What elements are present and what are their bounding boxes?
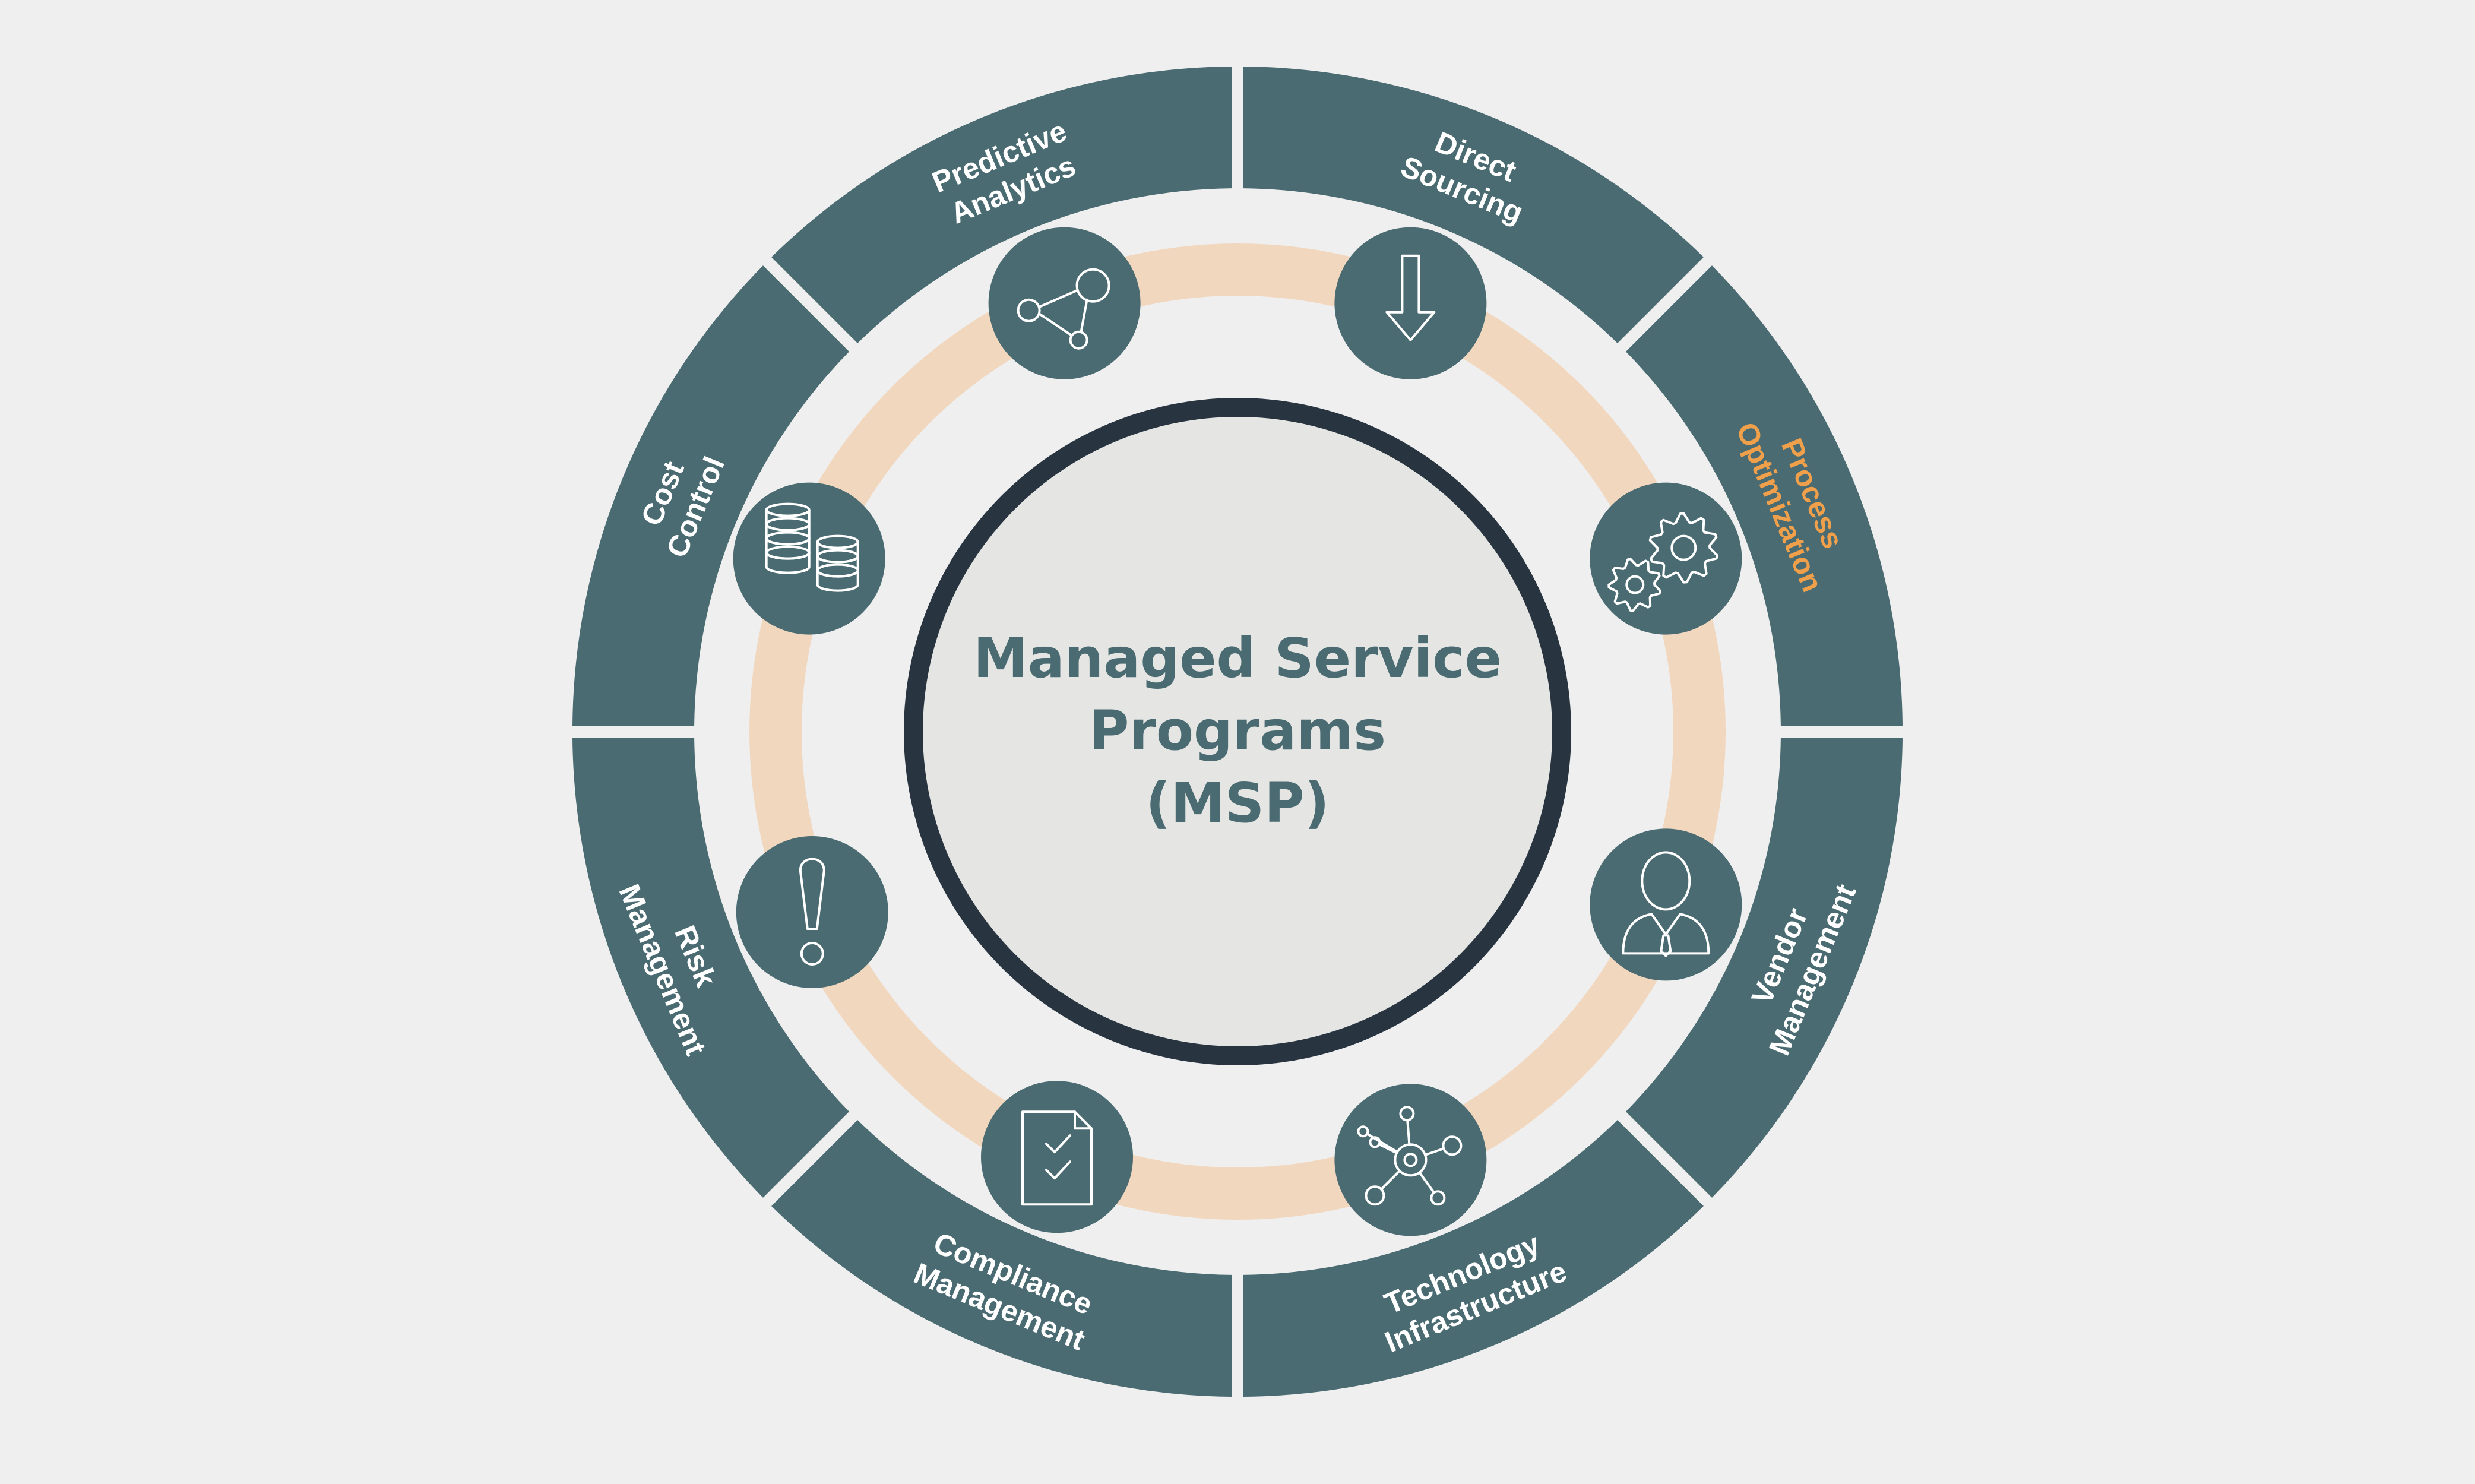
outer-segments-ring: DirectSourcingProcessOptimizationVendorM… bbox=[572, 67, 1903, 1397]
icon-bubbles bbox=[733, 227, 1742, 1236]
share-icon-node bbox=[1017, 298, 1041, 322]
center-hub: Managed Service Programs (MSP) bbox=[904, 398, 1571, 1065]
exclamation-icon-bar bbox=[799, 858, 825, 930]
network-hub-icon-link bbox=[1418, 1171, 1435, 1194]
share-icon-link bbox=[1038, 289, 1079, 308]
gear-icon-shape bbox=[1648, 512, 1718, 584]
gear-icon-hub bbox=[1625, 575, 1645, 594]
coin-icon-top bbox=[816, 563, 859, 578]
center-title-line-3: (MSP) bbox=[1145, 771, 1329, 835]
network-hub-icon-node bbox=[1365, 1185, 1385, 1206]
coin-icon-side bbox=[816, 569, 859, 592]
person-icon-body bbox=[1622, 913, 1710, 955]
icon-bubble-predictive-analytics bbox=[988, 227, 1141, 379]
network-hub-icon-link bbox=[1423, 1147, 1445, 1156]
center-inner-disc bbox=[923, 417, 1552, 1046]
coin-icon-top bbox=[765, 502, 811, 517]
segment-vendor-management bbox=[1626, 738, 1903, 1198]
gear-icon-shape bbox=[1607, 558, 1662, 612]
segment-direct-sourcing bbox=[1243, 67, 1704, 343]
network-hub-icon-core bbox=[1403, 1153, 1418, 1167]
network-hub-icon-node bbox=[1399, 1106, 1415, 1122]
network-hub-icon-node bbox=[1442, 1135, 1463, 1156]
icon-bubble-risk-management bbox=[736, 836, 888, 988]
center-title-line-2: Programs bbox=[1089, 699, 1386, 762]
network-hub-icon-center bbox=[1394, 1143, 1428, 1177]
coin-stacks-icon bbox=[733, 482, 885, 635]
share-icon-link bbox=[1080, 298, 1088, 333]
gear-icon-hub bbox=[1670, 534, 1697, 561]
arrow-down-icon-shape bbox=[1385, 254, 1436, 341]
network-hub-icon bbox=[1334, 1084, 1487, 1236]
share-icon-node bbox=[1069, 330, 1088, 350]
exclamation-icon-dot bbox=[800, 942, 824, 966]
network-hub-icon-link bbox=[1378, 1143, 1398, 1154]
icon-bubble-process-optimization bbox=[1590, 482, 1742, 635]
segment-risk-management bbox=[572, 738, 849, 1198]
checklist-document-icon bbox=[981, 1081, 1133, 1233]
segment-predictive-analytics bbox=[771, 67, 1232, 343]
icon-bubble-compliance-management bbox=[981, 1081, 1133, 1233]
check-icon-2 bbox=[1045, 1160, 1071, 1180]
person-icon bbox=[1590, 828, 1742, 981]
icon-bubble-direct-sourcing bbox=[1334, 227, 1487, 379]
segment-process-optimization bbox=[1626, 265, 1903, 726]
check-icon-1 bbox=[1045, 1134, 1071, 1154]
share-icon-link bbox=[1038, 312, 1073, 337]
gears-icon bbox=[1590, 482, 1742, 635]
segment-technology-infrastructure bbox=[1243, 1120, 1704, 1397]
exclamation-icon bbox=[736, 836, 888, 988]
document-icon-fold bbox=[1074, 1110, 1093, 1130]
peach-connector-ring bbox=[749, 243, 1726, 1220]
network-hub-icon-link bbox=[1366, 1132, 1399, 1153]
segment-cost-control bbox=[572, 265, 849, 726]
document-icon-page bbox=[1021, 1110, 1093, 1206]
icon-bubble-technology-infrastructure bbox=[1334, 1084, 1487, 1236]
coin-icon-side bbox=[765, 551, 811, 574]
coin-icon-top bbox=[765, 531, 811, 546]
network-hub-icon-node bbox=[1430, 1190, 1446, 1206]
person-icon-head bbox=[1641, 851, 1691, 911]
coin-icon-top bbox=[765, 517, 811, 531]
center-title-line-1: Managed Service bbox=[973, 626, 1502, 690]
segment-compliance-management bbox=[771, 1120, 1232, 1397]
share-icon-node bbox=[1075, 268, 1110, 303]
network-hub-icon-link bbox=[1406, 1119, 1411, 1146]
share-nodes-icon bbox=[988, 227, 1141, 379]
person-icon-tie bbox=[1660, 934, 1672, 957]
coin-icon-top bbox=[816, 549, 859, 564]
coin-icon-top bbox=[765, 545, 811, 560]
network-hub-icon-link bbox=[1379, 1169, 1401, 1191]
arrow-down-icon bbox=[1334, 227, 1487, 379]
network-hub-icon-node bbox=[1357, 1125, 1369, 1138]
coin-icon-top bbox=[816, 534, 859, 549]
icon-bubble-vendor-management bbox=[1590, 828, 1742, 981]
